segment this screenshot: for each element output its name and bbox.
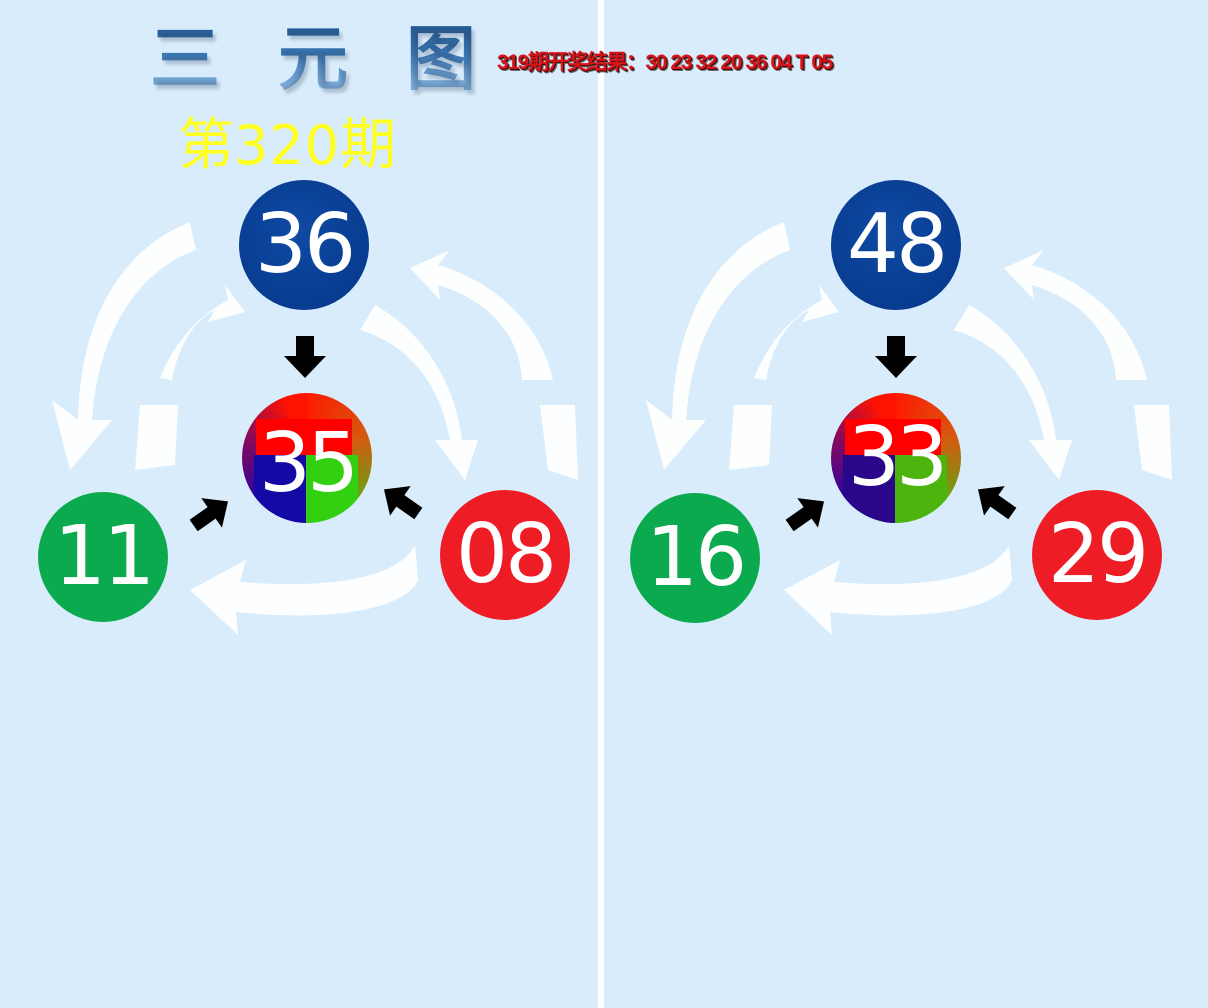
left-ball-number: 11	[53, 509, 155, 604]
cycle-arrows-icon	[52, 222, 578, 635]
arrow-up-left-icon	[383, 486, 423, 520]
right-ball-number: 08	[455, 507, 557, 602]
previous-result: 319期开奖结果：30 23 32 20 36 04 T 05	[497, 51, 833, 74]
issue-label: 第320期	[178, 108, 396, 184]
left-ball: 16	[630, 493, 760, 623]
arrow-up-right-icon	[785, 498, 825, 532]
right-ball-number: 29	[1047, 507, 1149, 602]
center-ball-number: 35	[258, 416, 359, 511]
top-ball: 36	[239, 180, 369, 310]
right-ball: 29	[1032, 490, 1162, 620]
center-ball-number: 33	[847, 410, 948, 505]
arrow-down-icon	[875, 336, 917, 378]
left-panel: 36 11 08 35	[0, 0, 598, 1008]
page-title: 三 元 图	[150, 14, 476, 104]
issue-prefix: 第	[178, 113, 234, 178]
left-ball-number: 16	[645, 510, 747, 605]
top-ball-number: 48	[846, 197, 948, 292]
right-panel: 48 16 29 33	[604, 0, 1208, 1008]
top-ball: 48	[831, 180, 961, 310]
arrow-down-icon	[284, 336, 326, 378]
top-ball-number: 36	[254, 197, 356, 292]
title-char: 元	[278, 14, 348, 104]
panel-divider	[598, 0, 604, 1008]
title-char: 三	[150, 14, 220, 104]
right-ball: 08	[440, 490, 570, 620]
left-ball: 11	[38, 492, 168, 622]
arrow-up-right-icon	[189, 498, 229, 532]
issue-suffix: 期	[340, 113, 397, 178]
center-ball: 33	[831, 393, 961, 523]
arrow-up-left-icon	[977, 486, 1017, 520]
title-char: 图	[406, 14, 476, 104]
issue-number: 320	[234, 114, 341, 177]
center-ball: 35	[242, 393, 372, 523]
cycle-arrows-icon	[646, 222, 1172, 635]
